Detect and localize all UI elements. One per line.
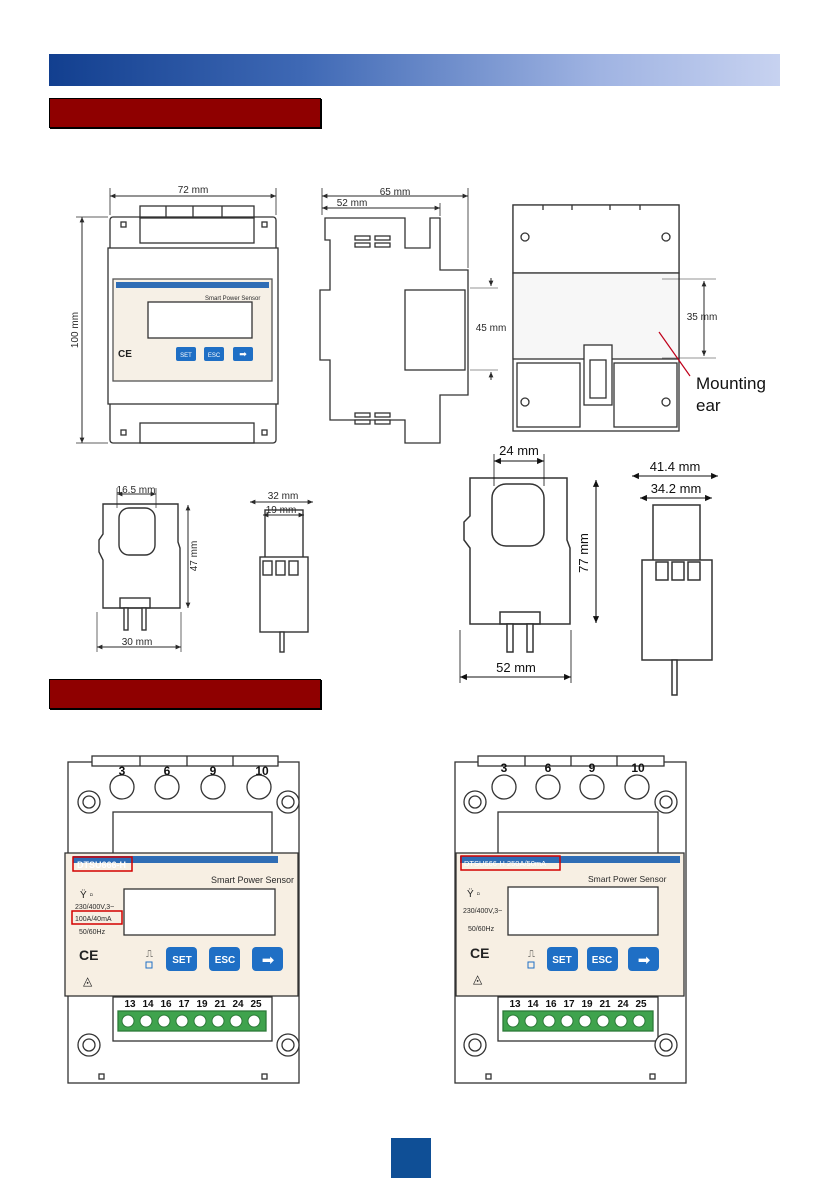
model-highlight-right bbox=[460, 855, 561, 871]
top-terminal-left: 10 bbox=[255, 764, 269, 778]
page-number-badge bbox=[391, 1138, 431, 1178]
dim-meter-height: 100 mm bbox=[70, 312, 81, 348]
terminal-screws-left bbox=[121, 1014, 261, 1028]
bottom-terminal-right: 13 bbox=[509, 999, 521, 1010]
brand-label-left: Smart Power Sensor bbox=[211, 875, 294, 885]
meter-right-body bbox=[454, 755, 687, 1084]
meter-brand-small: Smart Power Sensor bbox=[205, 296, 260, 302]
top-terminal-left: 9 bbox=[210, 764, 217, 778]
pulse-led-left bbox=[145, 961, 153, 969]
bottom-terminal-right: 25 bbox=[635, 999, 647, 1010]
meter-esc-small: ESC bbox=[208, 353, 221, 359]
bottom-terminal-right: 21 bbox=[599, 999, 611, 1010]
bottom-terminal-left: 14 bbox=[142, 999, 154, 1010]
bottom-terminal-left: 13 bbox=[124, 999, 136, 1010]
antenna-icon-right: Ÿ ▫ bbox=[467, 888, 480, 900]
dim-ct-large-height: 77 mm bbox=[576, 533, 591, 573]
dim-meter-depth-inner: 52 mm bbox=[337, 198, 368, 209]
meter-side-outline bbox=[319, 217, 469, 444]
ct-large-front bbox=[463, 477, 571, 653]
ce-mark-icon-right: CE bbox=[470, 945, 489, 961]
bottom-terminal-right: 19 bbox=[581, 999, 593, 1010]
top-terminal-right: 9 bbox=[589, 761, 596, 775]
top-terminals-left: 3 6 9 10 bbox=[119, 764, 269, 778]
spec-current-left: 100A/40mA bbox=[75, 916, 112, 923]
terminal-screws-right bbox=[506, 1014, 646, 1028]
top-terminal-right: 6 bbox=[545, 761, 552, 775]
dim-ct-large-side-inner: 34.2 mm bbox=[651, 481, 702, 496]
pulse-icon-right: ⎍ bbox=[528, 949, 535, 960]
model-label-right: DTSU666-H 250A/50mA bbox=[464, 859, 546, 868]
mounting-ear-label-1: Mounting bbox=[696, 374, 766, 393]
top-terminal-right: 10 bbox=[631, 761, 645, 775]
section-label-front-view bbox=[49, 679, 321, 709]
dim-ct-large-jaw: 24 mm bbox=[499, 443, 539, 458]
top-terminals-right: 3 6 9 10 bbox=[501, 761, 645, 775]
mounting-ear-label-2: ear bbox=[696, 396, 721, 415]
rcm-mark-icon-left: ◬ bbox=[83, 974, 93, 988]
bottom-terminal-left: 17 bbox=[178, 999, 190, 1010]
dim-ct-small-side-total: 32 mm bbox=[268, 491, 299, 502]
current-highlight-left bbox=[71, 910, 123, 925]
pulse-led-right bbox=[527, 961, 535, 969]
model-highlight-left bbox=[72, 856, 133, 872]
rcm-mark-icon-right: ◬ bbox=[473, 972, 483, 986]
top-terminal-left: 6 bbox=[164, 764, 171, 778]
ct-small-side bbox=[259, 509, 309, 653]
brand-label-right: Smart Power Sensor bbox=[588, 874, 667, 884]
bottom-terminal-right: 17 bbox=[563, 999, 575, 1010]
bottom-terminal-right: 24 bbox=[617, 999, 629, 1010]
top-terminal-left: 3 bbox=[119, 764, 126, 778]
esc-button-right[interactable]: ESC bbox=[592, 955, 613, 966]
arrow-right-icon-left[interactable]: ➡ bbox=[262, 952, 275, 969]
dim-meter-width: 72 mm bbox=[178, 185, 209, 196]
bottom-terminals-left: 13 14 16 17 19 21 24 25 bbox=[124, 999, 262, 1010]
meter-back-outline bbox=[512, 204, 680, 432]
spec-freq-right: 50/60Hz bbox=[468, 926, 495, 933]
ce-mark-icon-small: CE bbox=[118, 349, 132, 360]
set-button-left[interactable]: SET bbox=[172, 955, 191, 966]
section-label-dimensions bbox=[49, 98, 321, 128]
bottom-terminal-left: 16 bbox=[160, 999, 172, 1010]
dim-ct-large-side-total: 41.4 mm bbox=[650, 459, 701, 474]
bottom-terminal-left: 24 bbox=[232, 999, 244, 1010]
model-label-left: DTSU666-H bbox=[77, 860, 126, 870]
dim-ct-small-side-inner: 19 mm bbox=[266, 505, 297, 516]
spec-voltage-left: 230/400V,3~ bbox=[75, 904, 114, 911]
bottom-terminal-left: 19 bbox=[196, 999, 208, 1010]
dim-ct-small-width: 30 mm bbox=[122, 637, 153, 648]
ce-mark-icon-left: CE bbox=[79, 947, 98, 963]
set-button-right[interactable]: SET bbox=[552, 955, 571, 966]
bottom-terminal-right: 14 bbox=[527, 999, 539, 1010]
antenna-icon-left: Ÿ ▫ bbox=[80, 889, 93, 901]
dim-meter-depth-total: 65 mm bbox=[380, 187, 411, 198]
bottom-terminal-left: 25 bbox=[250, 999, 262, 1010]
ct-large-side bbox=[641, 504, 713, 696]
top-terminal-right: 3 bbox=[501, 761, 508, 775]
dim-ct-small-jaw: 16.5 mm bbox=[117, 485, 156, 496]
bottom-terminals-right: 13 14 16 17 19 21 24 25 bbox=[509, 999, 647, 1010]
ct-small-front bbox=[98, 503, 181, 631]
spec-voltage-right: 230/400V,3~ bbox=[463, 908, 502, 915]
dim-ct-small-height: 47 mm bbox=[189, 541, 200, 572]
pulse-icon-left: ⎍ bbox=[146, 949, 153, 960]
dim-meter-rail: 45 mm bbox=[476, 323, 507, 334]
dim-ct-large-width: 52 mm bbox=[496, 660, 536, 675]
dim-ear-gap: 35 mm bbox=[687, 312, 718, 323]
header-banner bbox=[49, 54, 780, 86]
meter-set-small: SET bbox=[180, 353, 192, 359]
arrow-icon-small: ➡ bbox=[239, 349, 247, 359]
spec-freq-left: 50/60Hz bbox=[79, 929, 106, 936]
meter-front-outline bbox=[107, 205, 279, 444]
bottom-terminal-left: 21 bbox=[214, 999, 226, 1010]
esc-button-left[interactable]: ESC bbox=[215, 955, 236, 966]
arrow-right-icon-right[interactable]: ➡ bbox=[638, 952, 651, 969]
bottom-terminal-right: 16 bbox=[545, 999, 557, 1010]
